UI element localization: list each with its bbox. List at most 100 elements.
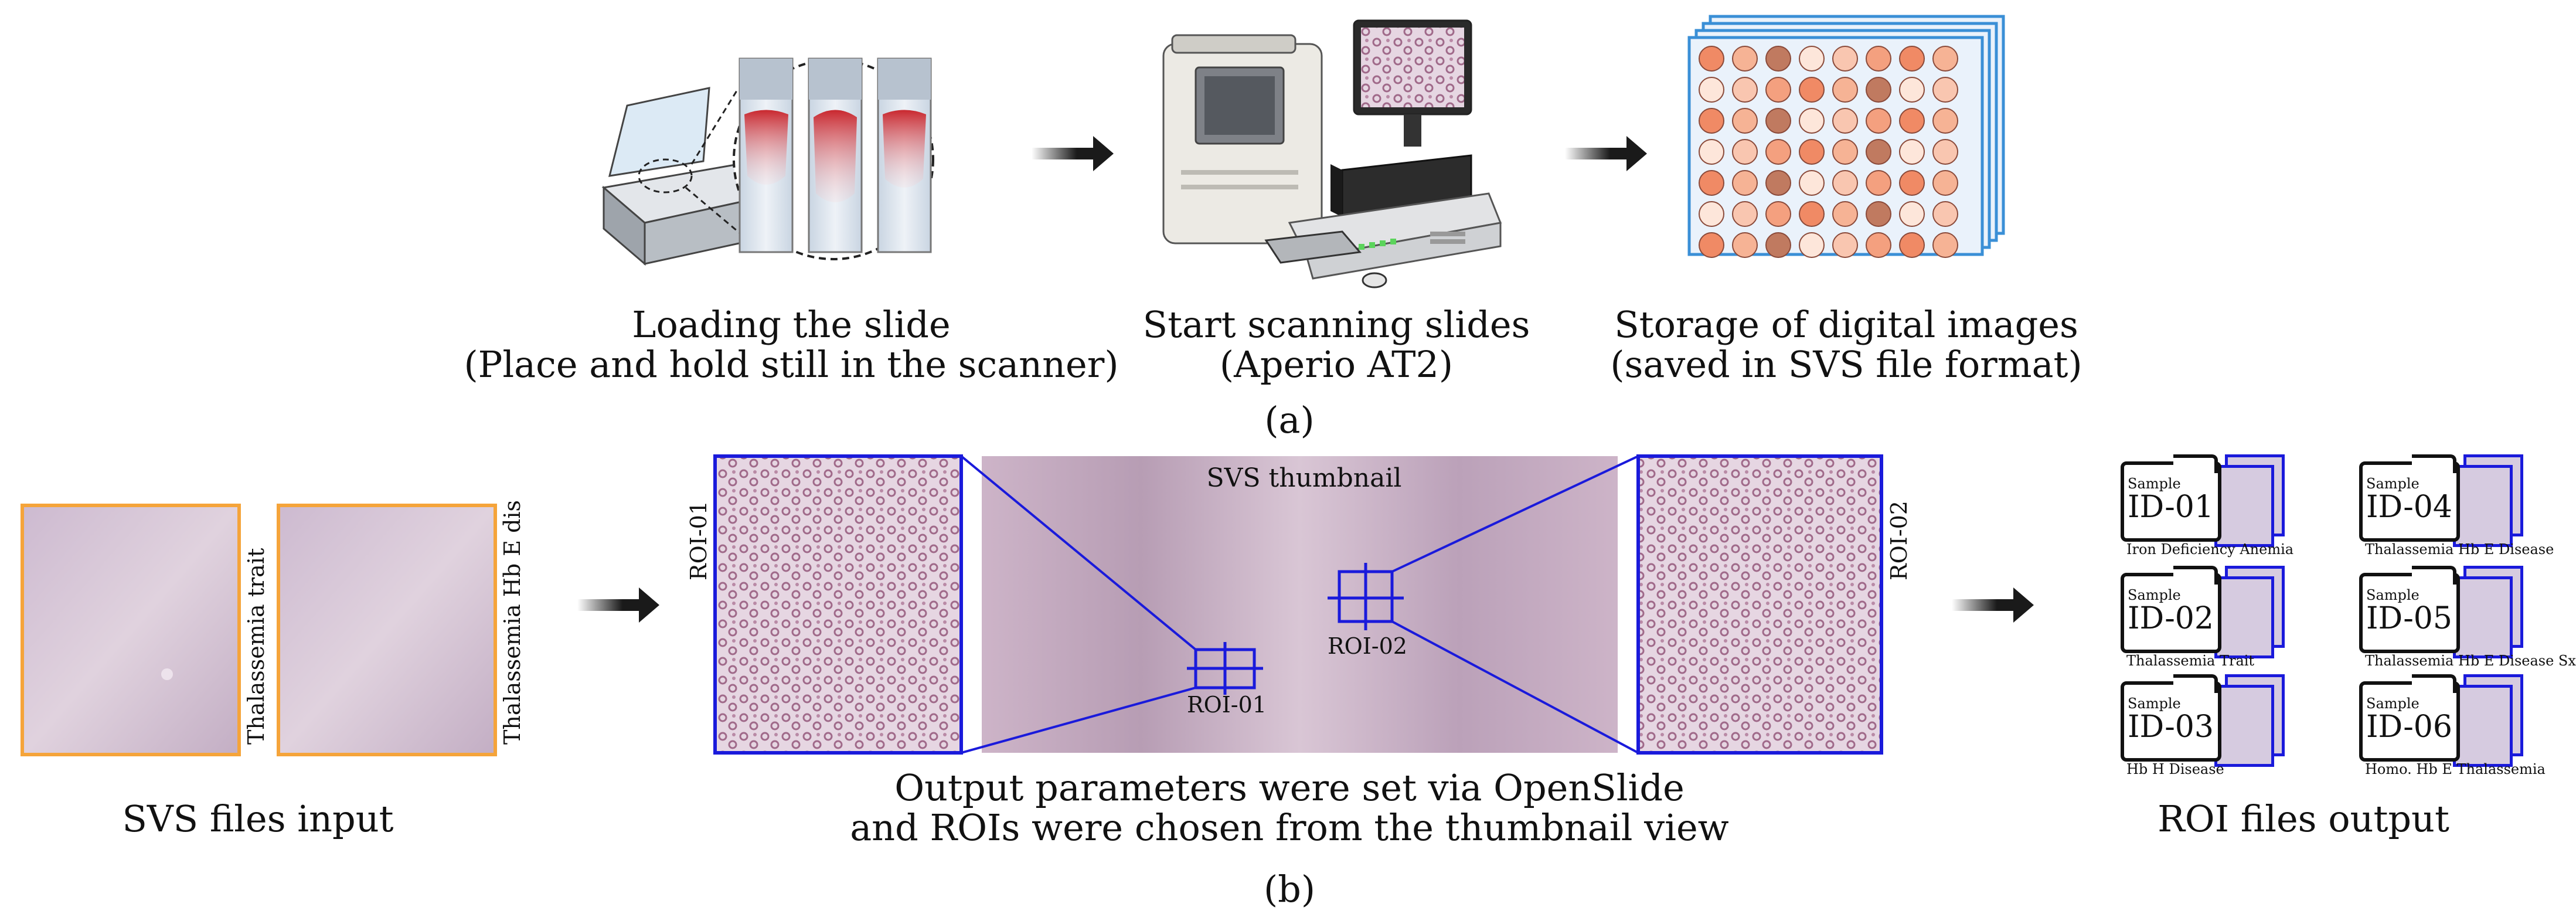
outputs-caption: ROI files output bbox=[2158, 797, 2449, 840]
panel-a-label: (a) bbox=[1264, 399, 1315, 441]
output-file-02[interactable]: Sample ID-02 Thalassemia Trait bbox=[2121, 566, 2296, 669]
well-cell bbox=[1866, 46, 1891, 72]
input-slide-2 bbox=[277, 504, 497, 756]
file-id: ID-03 bbox=[2128, 709, 2214, 745]
well-cell bbox=[1932, 170, 1958, 196]
arrow-icon bbox=[1565, 136, 1647, 171]
roi-tag-left: ROI-01 bbox=[686, 501, 712, 580]
well-cell bbox=[1732, 46, 1758, 72]
sample-word: Sample bbox=[2128, 695, 2181, 712]
output-file-03[interactable]: Sample ID-03 Hb H Disease bbox=[2121, 674, 2296, 777]
scanner-illustration bbox=[1162, 19, 1502, 288]
well-cell bbox=[1732, 139, 1758, 165]
roi-02-marker bbox=[1328, 455, 1639, 754]
well-cell bbox=[1899, 77, 1925, 103]
folder-tab bbox=[2173, 454, 2218, 473]
folder-tab bbox=[2412, 454, 2456, 473]
well-cell bbox=[1765, 170, 1791, 196]
folder-tab bbox=[2173, 674, 2218, 693]
step-caption-loading: Loading the slide (Place and hold still … bbox=[410, 305, 1172, 385]
step-subtitle: (Aperio AT2) bbox=[1219, 343, 1454, 386]
output-file-06[interactable]: Sample ID-06 Homo. Hb E Thalassemia bbox=[2359, 674, 2546, 777]
well-cell bbox=[1866, 77, 1891, 103]
roi-01-zoom bbox=[713, 454, 963, 755]
file-label: Thalassemia Trait bbox=[2126, 653, 2255, 669]
file-id: ID-04 bbox=[2366, 490, 2452, 525]
well-cell bbox=[1799, 232, 1825, 258]
input-slide-label: Thalassemia Hb E dis bbox=[499, 500, 525, 745]
roi-01-label: ROI-01 bbox=[1187, 692, 1267, 718]
well-cell bbox=[1799, 139, 1825, 165]
file-label: Thalassemia Hb E Disease Sx bbox=[2365, 653, 2576, 669]
well-cell bbox=[1699, 139, 1724, 165]
thumbnail-title: SVS thumbnail bbox=[1206, 463, 1402, 493]
step-title: Start scanning slides bbox=[1142, 303, 1530, 346]
well-cell bbox=[1732, 170, 1758, 196]
roi-tag-right: ROI-02 bbox=[1886, 501, 1912, 580]
file-id: ID-02 bbox=[2128, 601, 2214, 636]
well-cell bbox=[1699, 232, 1724, 258]
well-cell bbox=[1899, 108, 1925, 134]
step-caption-scanning: Start scanning slides (Aperio AT2) bbox=[1102, 305, 1571, 385]
folder-tab bbox=[2412, 674, 2456, 693]
well-cell bbox=[1765, 77, 1791, 103]
output-file-05[interactable]: Sample ID-05 Thalassemia Hb E Disease Sx bbox=[2359, 566, 2576, 669]
output-file-01[interactable]: Sample ID-01 Iron Deficiency Anemia bbox=[2121, 454, 2296, 558]
well-cell bbox=[1699, 46, 1724, 72]
well-cell bbox=[1932, 201, 1958, 227]
thumbnail-caption: Output parameters were set via OpenSlide… bbox=[791, 768, 1788, 848]
file-thumbnail bbox=[2453, 685, 2513, 767]
well-cell bbox=[1799, 108, 1825, 134]
well-cell bbox=[1899, 46, 1925, 72]
input-slide-label: Thalassemia trait bbox=[243, 548, 269, 745]
output-file-04[interactable]: Sample ID-04 Thalassemia Hb E Disease bbox=[2359, 454, 2554, 558]
well-cell bbox=[1699, 170, 1724, 196]
well-cell bbox=[1765, 232, 1791, 258]
sample-word: Sample bbox=[2366, 695, 2420, 712]
well-cell bbox=[1866, 139, 1891, 165]
well-cell bbox=[1899, 232, 1925, 258]
well-cell bbox=[1699, 108, 1724, 134]
well-cell bbox=[1899, 201, 1925, 227]
well-cell bbox=[1932, 139, 1958, 165]
well-cell bbox=[1832, 108, 1858, 134]
file-thumbnail bbox=[2453, 576, 2513, 658]
caption-line: and ROIs were chosen from the thumbnail … bbox=[850, 806, 1729, 849]
sample-word: Sample bbox=[2366, 587, 2420, 603]
file-thumbnail bbox=[2214, 685, 2274, 767]
folder-icon bbox=[2121, 681, 2221, 762]
file-label: Thalassemia Hb E Disease bbox=[2365, 541, 2554, 558]
file-thumbnail bbox=[2214, 465, 2274, 547]
well-cell bbox=[1799, 77, 1825, 103]
folder-icon bbox=[2359, 573, 2460, 653]
arrow-icon bbox=[1032, 136, 1114, 171]
well-cell bbox=[1765, 46, 1791, 72]
well-cell bbox=[1832, 77, 1858, 103]
input-slide-1 bbox=[21, 504, 241, 756]
well-cell bbox=[1832, 232, 1858, 258]
well-cell bbox=[1899, 170, 1925, 196]
well-cell bbox=[1765, 201, 1791, 227]
roi-01-marker bbox=[960, 455, 1263, 754]
step-subtitle: (saved in SVS file format) bbox=[1610, 343, 2082, 386]
well-cell bbox=[1699, 201, 1724, 227]
well-cell bbox=[1932, 77, 1958, 103]
file-id: ID-01 bbox=[2128, 490, 2214, 525]
well-cell bbox=[1899, 139, 1925, 165]
file-id: ID-06 bbox=[2366, 709, 2452, 745]
sample-word: Sample bbox=[2128, 587, 2181, 603]
file-thumbnail bbox=[2453, 465, 2513, 547]
file-label: Homo. Hb E Thalassemia bbox=[2365, 761, 2546, 777]
well-cell bbox=[1799, 46, 1825, 72]
roi-02-label: ROI-02 bbox=[1328, 633, 1407, 659]
sample-word: Sample bbox=[2128, 475, 2181, 492]
file-label: Hb H Disease bbox=[2126, 761, 2224, 777]
slide-tubes bbox=[739, 57, 932, 253]
well-cell bbox=[1932, 108, 1958, 134]
well-cell bbox=[1866, 108, 1891, 134]
well-cell bbox=[1932, 46, 1958, 72]
well-cell bbox=[1765, 139, 1791, 165]
folder-icon bbox=[2359, 681, 2460, 762]
file-id: ID-05 bbox=[2366, 601, 2452, 636]
